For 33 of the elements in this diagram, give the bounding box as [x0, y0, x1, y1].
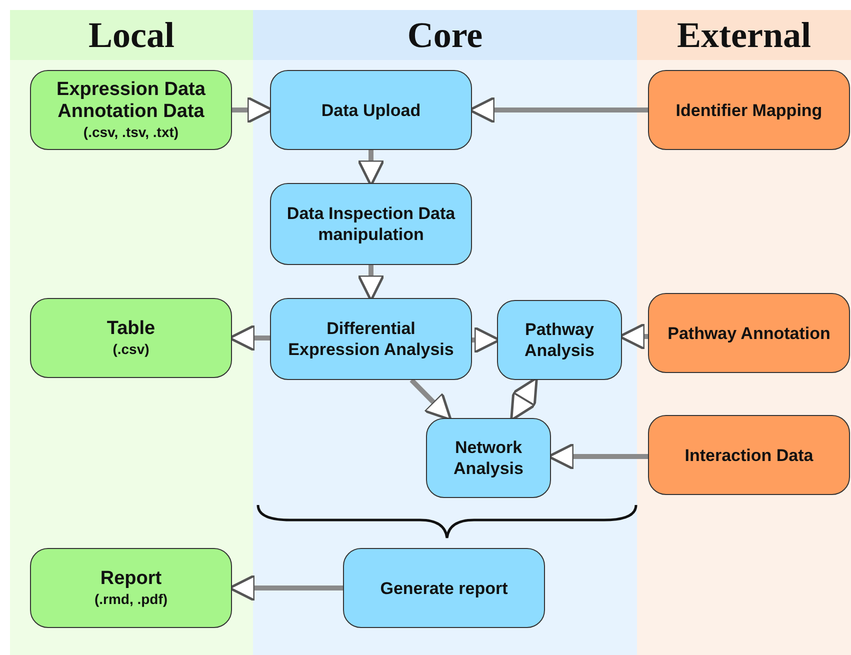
- box-sublabel: (.rmd, .pdf): [94, 590, 168, 608]
- column-header: Core: [253, 10, 637, 60]
- box-sublabel: (.csv): [112, 340, 150, 358]
- process-box: [648, 293, 850, 373]
- process-box: [343, 548, 545, 628]
- process-box: [270, 70, 472, 150]
- box-label: Network Analysis: [452, 437, 524, 479]
- box-label: Identifier Mapping: [676, 100, 822, 120]
- column-header: Local: [10, 10, 253, 60]
- box-label: Expression Data Annotation Data: [56, 79, 206, 123]
- box-label: Report: [100, 568, 162, 590]
- process-box: [270, 298, 472, 380]
- process-box: [270, 183, 472, 265]
- box-label: Interaction Data: [684, 444, 814, 466]
- process-box: [30, 548, 232, 628]
- process-box: [426, 418, 551, 498]
- process-box: [30, 70, 232, 150]
- column-band: [10, 10, 253, 655]
- box-label: Generate report: [380, 578, 508, 598]
- column-band: [253, 10, 637, 655]
- box-label: Table: [106, 318, 156, 340]
- box-label: Data Inspection Data manipulation: [286, 203, 456, 245]
- box-label: Data Upload: [321, 100, 421, 120]
- box-label: Pathway Annotation: [668, 322, 830, 344]
- box-label: Differential Expression Analysis: [287, 318, 455, 360]
- process-box: [30, 298, 232, 378]
- box-sublabel: (.csv, .tsv, .txt): [83, 123, 179, 141]
- column-band: [637, 10, 851, 655]
- process-box: [497, 300, 622, 380]
- column-header: External: [637, 10, 851, 60]
- box-label: Pathway Analysis: [524, 319, 596, 361]
- process-box: [648, 415, 850, 495]
- process-box: [648, 70, 850, 150]
